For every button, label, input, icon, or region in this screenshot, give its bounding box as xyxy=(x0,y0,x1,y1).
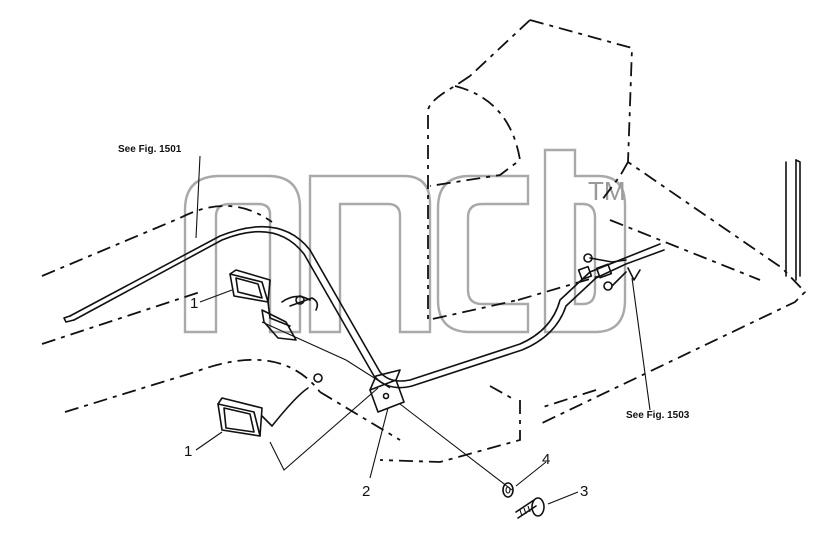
cab-outline xyxy=(41,19,807,463)
leader-lines xyxy=(195,155,651,505)
callout-washer: 4 xyxy=(542,451,550,468)
reference-fig-1501: See Fig. 1501 xyxy=(118,144,182,155)
callout-lamp-upper: 1 xyxy=(190,295,198,312)
callout-lamp-lower: 1 xyxy=(184,443,192,460)
work-lamp-upper xyxy=(199,269,305,341)
watermark-trademark: TM xyxy=(588,176,626,206)
callout-bolt: 3 xyxy=(580,483,588,500)
watermark-logo: TM xyxy=(183,148,627,334)
mirror-post xyxy=(785,159,801,281)
washer-part xyxy=(502,482,514,498)
cable-left xyxy=(63,315,75,323)
callout-bracket: 2 xyxy=(362,483,370,500)
bracket-part xyxy=(369,369,405,413)
wiring-harness xyxy=(69,225,665,389)
harness-connectors xyxy=(577,253,627,291)
work-lamp-lower xyxy=(195,373,323,451)
bolt-part xyxy=(515,497,545,519)
reference-fig-1503: See Fig. 1503 xyxy=(626,410,690,421)
